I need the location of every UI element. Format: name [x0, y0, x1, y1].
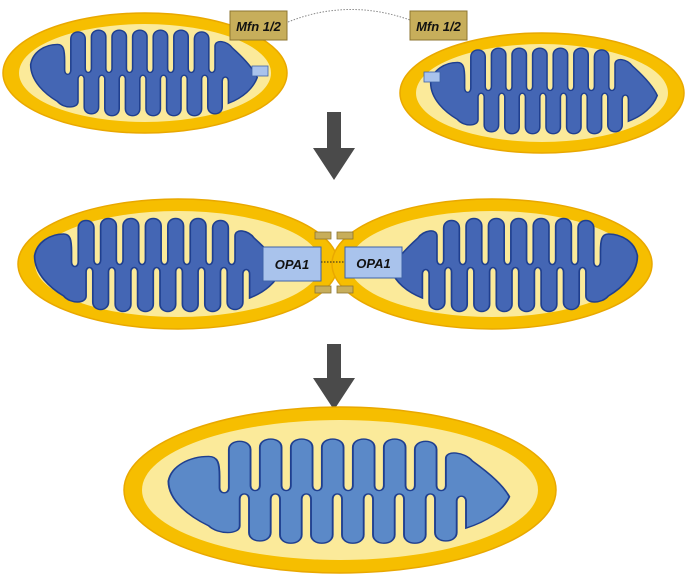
mfn-tether	[288, 9, 410, 22]
membrane-patch	[252, 66, 268, 76]
opa1-label-right: OPA1	[356, 256, 390, 271]
mfn-label-left: Mfn 1/2	[236, 19, 282, 34]
mfn-box-right: Mfn 1/2	[410, 11, 467, 40]
mitochondrion-right-separate	[400, 33, 684, 153]
arrow-down-icon	[313, 112, 355, 180]
mfn-box-left: Mfn 1/2	[230, 11, 287, 40]
opa1-box-right: OPA1	[345, 247, 402, 278]
membrane-patch	[424, 72, 440, 82]
mitochondrion-fused	[124, 407, 556, 573]
arrow-down-icon	[313, 344, 355, 410]
mfn-label-right: Mfn 1/2	[416, 19, 462, 34]
opa1-box-left: OPA1	[263, 247, 321, 281]
opa1-label-left: OPA1	[275, 257, 309, 272]
